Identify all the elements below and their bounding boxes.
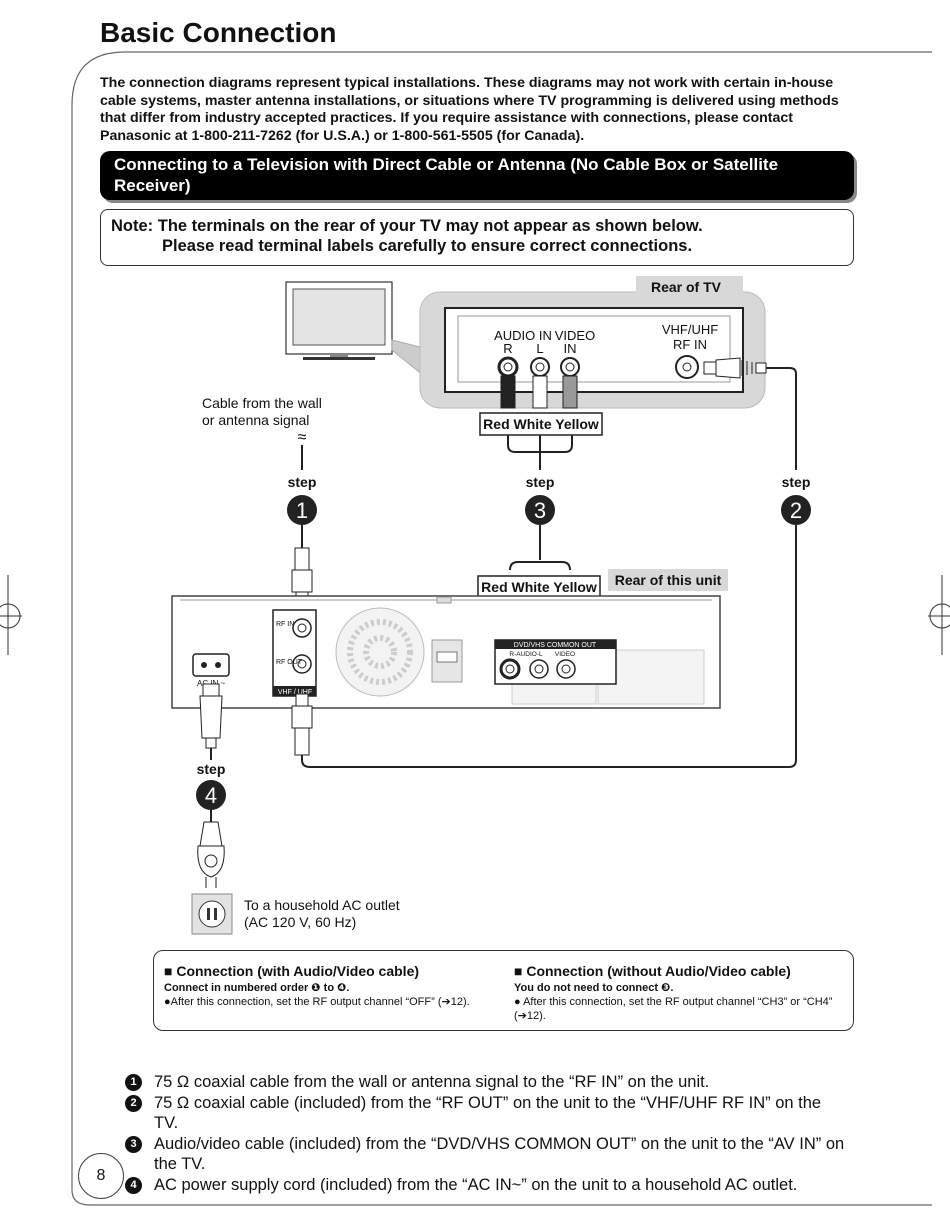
- step2-word: step: [782, 474, 811, 490]
- colors-top-label: Red White Yellow: [483, 416, 599, 432]
- rf-cable-loop: [301, 525, 797, 768]
- steps-list: 1 75 Ω coaxial cable from the wall or ant…: [125, 1072, 845, 1195]
- step-number-badge: 2: [125, 1094, 142, 1112]
- common-out-label: DVD/VHS COMMON OUT: [514, 642, 597, 649]
- r-audio-l-label: R-AUDIO-L: [509, 651, 543, 658]
- page-title: Basic Connection: [100, 17, 337, 48]
- step4-number: 4: [205, 783, 217, 808]
- step2-number: 2: [790, 498, 802, 523]
- ac-in-socket: [192, 653, 230, 677]
- step1-word: step: [288, 474, 317, 490]
- step-text: 75 Ω coaxial cable (included) from the “…: [154, 1093, 822, 1133]
- without-av-text: ● After this connection, set the RF outp…: [514, 996, 833, 1022]
- rear-of-tv-label: Rear of TV: [651, 279, 722, 295]
- step-text: Audio/video cable (included) from the “D…: [154, 1134, 845, 1174]
- step1-badge: [287, 495, 317, 525]
- tv-rf-plug: [703, 357, 767, 379]
- rf-out-plug: [291, 693, 313, 756]
- signal-tilde: ≈: [298, 429, 307, 446]
- with-av-cable-note: ■ Connection (with Audio/Video cable) Co…: [164, 964, 504, 1009]
- without-av-instruction: You do not need to connect ❸.: [514, 982, 674, 994]
- cable-label-2: or antenna signal: [202, 412, 309, 428]
- step1-number: 1: [296, 498, 308, 523]
- page-number: 8: [78, 1153, 124, 1199]
- video-in-label: IN: [564, 341, 577, 356]
- audio-r-label: R: [503, 341, 512, 356]
- step3-badge: [525, 495, 555, 525]
- unit-rf-in-label: RF IN: [276, 621, 294, 628]
- list-item: 4 AC power supply cord (included) from th…: [125, 1175, 845, 1196]
- ac-wall-plug: [197, 821, 225, 888]
- tv-jacks: [497, 355, 699, 379]
- audio-in-label: AUDIO IN: [494, 328, 552, 343]
- step-number-badge: 1: [125, 1074, 142, 1091]
- audio-l-label: L: [536, 341, 543, 356]
- list-item: 1 75 Ω coaxial cable from the wall or ant…: [125, 1072, 845, 1093]
- ac-outlet: [191, 893, 233, 935]
- outlet-label-2: (AC 120 V, 60 Hz): [244, 914, 356, 930]
- note-line-1: Note: The terminals on the rear of your …: [111, 217, 703, 235]
- note-line-2: Please read terminal labels carefully to…: [162, 237, 693, 255]
- step4-word: step: [197, 761, 226, 777]
- unit-rf-out-label: RF OUT: [276, 659, 303, 666]
- outlet-label-1: To a household AC outlet: [244, 897, 400, 913]
- unit-vhf-uhf-label: VHF / UHF: [278, 689, 312, 696]
- without-av-title: ■ Connection (without Audio/Video cable): [514, 963, 791, 979]
- with-av-text: ●After this connection, set the RF outpu…: [164, 996, 470, 1008]
- section-banner: Connecting to a Television with Direct C…: [100, 151, 854, 200]
- step3-number: 3: [534, 498, 546, 523]
- step3-word: step: [526, 474, 555, 490]
- cable-label-1: Cable from the wall: [202, 395, 322, 411]
- with-av-title: ■ Connection (with Audio/Video cable): [164, 963, 420, 979]
- video-label: VIDEO: [555, 328, 595, 343]
- with-av-instruction: Connect in numbered order ❶ to ❹.: [164, 982, 350, 994]
- colors-bottom-label: Red White Yellow: [481, 579, 597, 595]
- list-item: 2 75 Ω coaxial cable (included) from the …: [125, 1093, 845, 1134]
- unit-rf-terminals: [272, 609, 317, 697]
- vhf-uhf-label: VHF/UHF: [662, 322, 718, 337]
- step4-badge: [196, 780, 226, 810]
- step-text: AC power supply cord (included) from the…: [154, 1175, 798, 1194]
- rear-of-unit-label: Rear of this unit: [615, 572, 722, 588]
- step-number-badge: 3: [125, 1135, 142, 1153]
- common-out-terminals: [494, 639, 617, 685]
- step-text: 75 Ω coaxial cable from the wall or ante…: [154, 1073, 710, 1091]
- rf-in-label: RF IN: [673, 337, 707, 352]
- step2-badge: [781, 495, 811, 525]
- unit-rear-panel: [171, 595, 721, 709]
- list-item: 3 Audio/video cable (included) from the “…: [125, 1134, 845, 1175]
- connection-diagram: Rear of TV AUDIO IN R L VIDEO IN VHF/UHF…: [171, 276, 811, 935]
- av-plugs-top: [500, 375, 578, 409]
- note-box: Note: The terminals on the rear of your …: [100, 209, 854, 266]
- ac-plug: [199, 683, 223, 749]
- connection-notes-box: ■ Connection (with Audio/Video cable) Co…: [153, 950, 854, 1031]
- unit-video-label: VIDEO: [555, 651, 575, 658]
- rf-cable-tv: [766, 367, 797, 470]
- step-number-badge: 4: [125, 1176, 142, 1194]
- tv-icon: [285, 281, 425, 378]
- without-av-cable-note: ■ Connection (without Audio/Video cable)…: [514, 964, 834, 1023]
- intro-paragraph: The connection diagrams represent typica…: [100, 75, 839, 144]
- av-cable-top: [507, 435, 573, 470]
